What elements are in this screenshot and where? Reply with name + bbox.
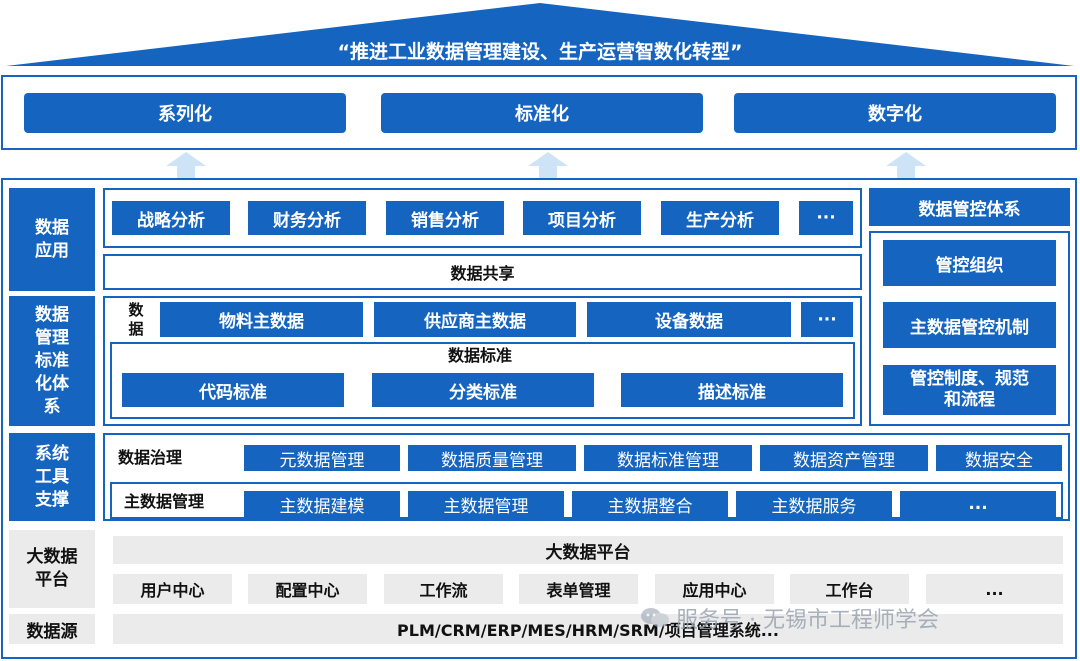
roof-slogan: “推进工业数据管理建设、生产运营智数化转型” xyxy=(337,40,743,63)
standard-description: 描述标准 xyxy=(621,373,843,407)
platform-user-center: 用户中心 xyxy=(113,574,232,604)
standard-code: 代码标准 xyxy=(122,373,344,407)
data-sharing: 数据共享 xyxy=(103,254,862,290)
platform-more: ... xyxy=(926,574,1063,604)
row-label-system-tools: 系统 工具 支撑 xyxy=(9,433,95,521)
governance-assets: 数据资产管理 xyxy=(760,445,928,471)
master-data-equipment: 设备数据 xyxy=(587,302,791,337)
top-item-standardization: 标准化 xyxy=(381,93,703,133)
mdm-integration: 主数据整合 xyxy=(572,491,728,517)
platform-app-center: 应用中心 xyxy=(655,574,774,604)
row-label-data-standard-system: 数据 管理 标准 化体 系 xyxy=(9,296,95,426)
watermark: 服务号 · 无锡市工程师学会 xyxy=(640,603,1060,633)
mdm-management: 主数据管理 xyxy=(408,491,564,517)
governance-metadata: 元数据管理 xyxy=(244,445,400,471)
row-label-data-application: 数据 应用 xyxy=(9,188,95,291)
platform-form-management: 表单管理 xyxy=(519,574,638,604)
analysis-finance: 财务分析 xyxy=(248,201,366,235)
platform-title: 大数据平台 xyxy=(113,536,1063,564)
watermark-text: 服务号 · 无锡市工程师学会 xyxy=(676,608,939,633)
up-arrow-icon xyxy=(528,152,568,180)
control-title: 数据管控体系 xyxy=(869,188,1070,226)
data-source-systems: PLM/CRM/ERP/MES/HRM/SRM/项目管理系统... xyxy=(113,614,1063,644)
mdm-service: 主数据服务 xyxy=(736,491,892,517)
row-label-big-data-platform: 大数据 平台 xyxy=(9,530,95,608)
platform-config-center: 配置中心 xyxy=(248,574,367,604)
analysis-more: ··· xyxy=(799,201,853,235)
mdm-modeling: 主数据建模 xyxy=(244,491,400,517)
standard-classification: 分类标准 xyxy=(372,373,594,407)
data-label: 数 据 xyxy=(128,301,144,338)
governance-quality: 数据质量管理 xyxy=(408,445,576,471)
master-data-material: 物料主数据 xyxy=(160,302,363,337)
control-regulations: 管控制度、规范 和流程 xyxy=(883,365,1056,415)
analysis-project: 项目分析 xyxy=(523,201,641,235)
roof-shape xyxy=(6,3,1074,66)
governance-label: 数据治理 xyxy=(118,448,183,467)
up-arrow-icon xyxy=(886,152,926,180)
master-data-more: ··· xyxy=(801,302,853,337)
up-arrow-icon xyxy=(166,152,206,180)
data-standard-title: 数据标准 xyxy=(447,346,512,365)
analysis-sales: 销售分析 xyxy=(386,201,504,235)
platform-workflow: 工作流 xyxy=(384,574,503,604)
master-data-supplier: 供应商主数据 xyxy=(374,302,576,337)
analysis-strategy: 战略分析 xyxy=(112,201,230,235)
top-item-digitalization: 数字化 xyxy=(734,93,1056,133)
wechat-icon xyxy=(641,608,669,627)
control-mechanism: 主数据管控机制 xyxy=(883,302,1056,348)
top-item-serialization: 系列化 xyxy=(24,93,346,133)
governance-security: 数据安全 xyxy=(936,445,1062,471)
analysis-production: 生产分析 xyxy=(661,201,779,235)
mdm-label: 主数据管理 xyxy=(124,492,205,511)
mdm-more: ... xyxy=(900,491,1056,517)
governance-standard: 数据标准管理 xyxy=(584,445,752,471)
row-label-data-source: 数据源 xyxy=(9,614,95,644)
control-organization: 管控组织 xyxy=(883,240,1056,286)
platform-workbench: 工作台 xyxy=(790,574,909,604)
